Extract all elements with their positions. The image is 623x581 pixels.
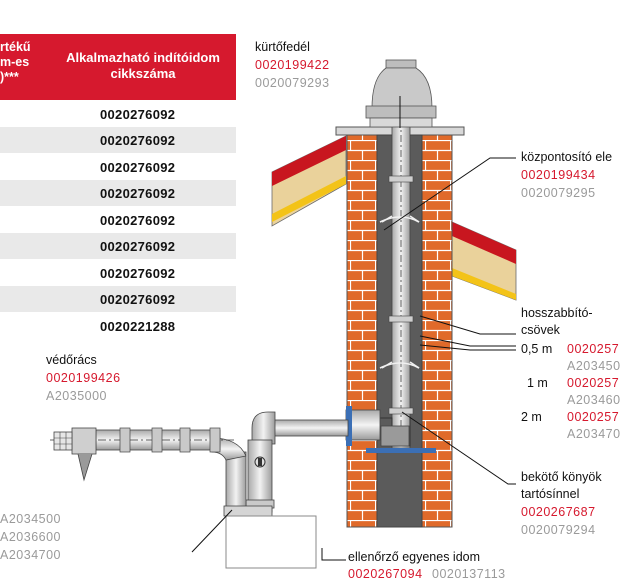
header-left-line-2: m-es <box>0 55 30 69</box>
table-row: 0020276092 <box>0 207 236 233</box>
leader-lines <box>191 96 516 561</box>
table-cell: 0020221288 <box>100 319 176 334</box>
left-code-3: A2034700 <box>0 548 62 562</box>
table-row: 0020276092 <box>0 233 236 259</box>
code-alt-vedoracs: A2035000 <box>46 389 108 403</box>
label-hosszabbito-1: hosszabbító- <box>521 306 593 320</box>
connector-pipe <box>267 419 349 437</box>
header-title-line-1: Alkalmazható indítóidom <box>66 50 220 65</box>
code-alt-05m: A203450 <box>567 359 621 373</box>
header-title-line-2: cikkszáma <box>110 66 176 81</box>
table-row: 0020276092 <box>0 260 236 286</box>
table-cell: 0020276092 <box>100 186 176 201</box>
code-05m: 0020257 <box>567 342 620 356</box>
brick-wall-left <box>346 134 378 528</box>
table-row: 0020276092 <box>0 286 236 312</box>
label-bekoto-1: bekötő könyök <box>521 470 602 484</box>
code-alt-ellenorzo: 0020137113 <box>432 567 506 581</box>
chimney-cowl <box>365 59 437 128</box>
label-kurtofedel: kürtőfedél <box>255 40 310 54</box>
table-row: 0020276092 <box>0 101 236 127</box>
table-header: rtékű m-es )*** Alkalmazható indítóidom … <box>0 34 236 100</box>
table-row: 0020276092 <box>0 127 236 153</box>
code-bekoto: 0020267687 <box>521 505 596 519</box>
boiler-outline <box>225 515 317 569</box>
code-alt-2m: A203470 <box>567 427 621 441</box>
table-cell: 0020276092 <box>100 213 176 228</box>
table-cell: 0020276092 <box>100 239 176 254</box>
code-kozpontosito: 0020199434 <box>521 168 596 182</box>
table-cell: 0020276092 <box>100 292 176 307</box>
left-code-2: A2036600 <box>0 530 62 544</box>
label-ellenorzo: ellenőrző egyenes idom <box>348 550 481 564</box>
label-kozpontosito: központosító ele <box>521 150 613 164</box>
wall-terminal-guard <box>53 427 97 482</box>
table-cell: 0020276092 <box>100 107 176 122</box>
code-alt-kozpontosito: 0020079295 <box>521 186 596 200</box>
size-2m: 2 m <box>521 410 542 424</box>
code-alt-bekoto: 0020079294 <box>521 523 596 537</box>
table-header-title: Alkalmazható indítóidom cikkszáma <box>58 50 228 82</box>
table-cell: 0020276092 <box>100 266 176 281</box>
table-row: 0020221288 <box>0 313 236 339</box>
code-ellenorzo: 0020267094 <box>348 567 423 581</box>
code-alt-kurtofedel: 0020079293 <box>255 76 330 90</box>
table-cell: 0020276092 <box>100 133 176 148</box>
header-left-line-3: )*** <box>0 70 19 84</box>
code-alt-1m: A203460 <box>567 393 621 407</box>
table-row: 0020276092 <box>0 154 236 180</box>
label-bekoto-2: tartósínnel <box>521 487 580 501</box>
size-1m: 1 m <box>527 376 548 390</box>
left-code-1: A2034500 <box>0 512 62 526</box>
support-rail <box>366 448 436 453</box>
code-kurtofedel: 0020199422 <box>255 58 330 72</box>
roof-left <box>271 135 347 227</box>
label-vedoracs: védőrács <box>46 353 97 367</box>
table-row: 0020276092 <box>0 180 236 206</box>
label-hosszabbito-2: csövek <box>521 323 560 337</box>
code-1m: 0020257 <box>567 376 620 390</box>
centralizer-spacers <box>379 215 420 369</box>
table-header-left: rtékű m-es )*** <box>0 40 40 85</box>
table-cell: 0020276092 <box>100 160 176 175</box>
size-05m: 0,5 m <box>521 342 553 356</box>
code-vedoracs: 0020199426 <box>46 371 121 385</box>
header-left-line-1: rtékű <box>0 40 31 54</box>
code-2m: 0020257 <box>567 410 620 424</box>
roof-right <box>451 221 517 301</box>
